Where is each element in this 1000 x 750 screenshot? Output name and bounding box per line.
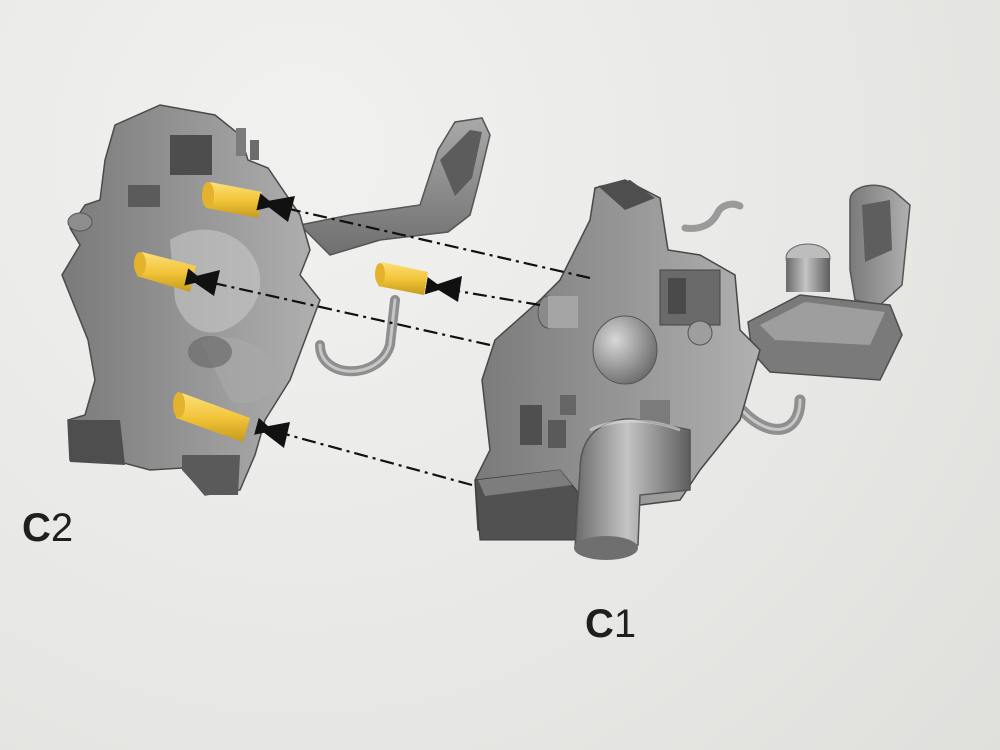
c2-peg-middle (134, 252, 196, 292)
c2-peg-upper (202, 182, 262, 218)
arrowhead-upper (262, 196, 295, 222)
c2-peg-right (375, 262, 428, 295)
part-c1 (474, 179, 911, 560)
part-label-c1: C1 (585, 602, 636, 647)
c1-dome (592, 315, 658, 385)
arrowhead-right-peg (432, 276, 462, 302)
part-label-c1-letter: C (585, 602, 614, 646)
arrow-middle (184, 268, 491, 347)
part-label-c2: C2 (22, 506, 73, 551)
arrowheads (188, 196, 462, 448)
arrow-upper (256, 193, 591, 280)
c1-hose (681, 200, 744, 232)
c2-claw-arm (298, 117, 491, 256)
arrowhead-middle (188, 270, 220, 296)
c2-peg-lower (173, 392, 250, 442)
part-label-c2-letter: C (22, 506, 51, 550)
arrowhead-lower (258, 422, 290, 448)
arrow-lower (254, 417, 473, 487)
c1-elbow-pipe (574, 418, 691, 549)
part-label-c1-number: 1 (613, 602, 637, 646)
part-label-c2-number: 2 (50, 506, 74, 550)
part-c2 (61, 104, 491, 496)
c2-pipe (315, 295, 400, 377)
